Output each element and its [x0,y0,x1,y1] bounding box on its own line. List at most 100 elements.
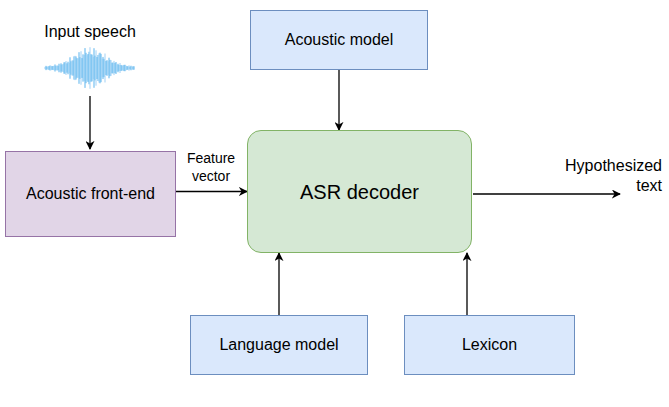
wave-stroke [88,54,89,82]
wave-stroke [80,57,81,79]
wave-stroke [63,64,64,72]
wave-stroke [45,67,46,69]
wave-stroke [134,66,135,69]
wave-stroke [131,66,132,70]
wave-stroke [108,61,109,75]
wave-stroke [90,47,91,89]
wave-stroke [82,58,83,78]
wave-stroke [87,55,88,81]
wave-stroke [61,63,62,72]
wave-stroke [65,62,66,73]
wave-stroke [59,64,60,73]
wave-stroke [56,66,57,70]
wave-stroke [58,66,59,71]
connector-arrow [176,191,247,192]
wave-stroke [96,50,97,85]
wave-stroke [86,53,87,83]
wave-stroke [130,67,131,70]
wave-stroke [69,63,70,73]
wave-stroke [78,58,79,77]
wave-stroke [66,61,67,75]
wave-stroke [73,60,74,75]
wave-stroke [93,57,94,79]
connector-arrow [278,253,279,315]
wave-stroke [67,63,68,72]
box-label: Acoustic front-end [26,184,155,203]
wave-stroke [128,66,129,69]
wave-stroke [124,65,125,71]
wave-stroke [126,66,127,71]
wave-stroke [52,66,53,70]
wave-stroke [84,55,85,81]
wave-stroke [117,65,118,72]
process-box: Acoustic front-end [5,151,176,237]
speech-waveform [45,47,134,89]
wave-stroke [54,66,55,70]
wave-stroke [99,53,100,82]
wave-stroke [91,54,92,82]
wave-stroke [57,65,58,70]
wave-stroke [129,65,130,70]
wave-stroke [98,55,99,81]
wave-stroke [121,65,122,71]
wave-stroke [77,58,78,78]
wave-stroke [81,51,82,84]
wave-stroke [110,60,111,76]
wave-stroke [83,54,84,81]
wave-stroke [123,65,124,70]
wave-stroke [107,60,108,76]
wave-stroke [50,66,51,71]
wave-stroke [72,60,73,75]
wave-stroke [105,54,106,83]
wave-stroke [102,59,103,78]
wave-stroke [95,56,96,81]
wave-stroke [94,48,95,88]
wave-stroke [116,62,117,74]
wave-stroke [100,53,101,84]
text-label: Hypothesized text [552,156,662,196]
wave-stroke [120,63,121,73]
wave-stroke [75,56,76,80]
wave-stroke [53,66,54,70]
connector-arrow [338,70,339,130]
wave-stroke [70,57,71,78]
edge-label: Feature vector [180,150,242,185]
wave-stroke [68,62,69,75]
wave-stroke [89,52,90,84]
wave-stroke [112,63,113,74]
wave-stroke [113,63,114,74]
input-arrow [89,96,90,149]
wave-stroke [48,66,49,69]
wave-stroke [55,64,56,71]
wave-stroke [115,63,116,73]
wave-stroke [111,60,112,76]
wave-stroke [97,57,98,79]
box-label: ASR decoder [300,180,419,204]
wave-stroke [74,56,75,79]
lexicon-box: Lexicon [404,315,575,375]
wave-stroke [71,61,72,74]
wave-stroke [76,56,77,79]
wave-stroke [127,66,128,70]
text-label: Input speech [30,22,150,42]
wave-stroke [114,61,115,75]
wave-stroke [79,52,80,84]
decoder-box: ASR decoder [247,130,472,253]
wave-stroke [132,67,133,70]
wave-stroke [122,65,123,70]
wave-stroke [62,65,63,72]
wave-stroke [92,55,93,82]
model-box: Language model [190,315,368,375]
wave-stroke [125,65,126,71]
wave-stroke [119,65,120,71]
wave-stroke [47,67,48,70]
wave-stroke [109,58,110,79]
wave-stroke [101,54,102,82]
box-label: Language model [219,335,338,354]
wave-stroke [60,65,61,72]
model-box: Acoustic model [250,10,428,70]
box-label: Lexicon [462,335,517,354]
wave-stroke [51,66,52,70]
wave-stroke [49,66,50,70]
wave-stroke [133,66,134,69]
